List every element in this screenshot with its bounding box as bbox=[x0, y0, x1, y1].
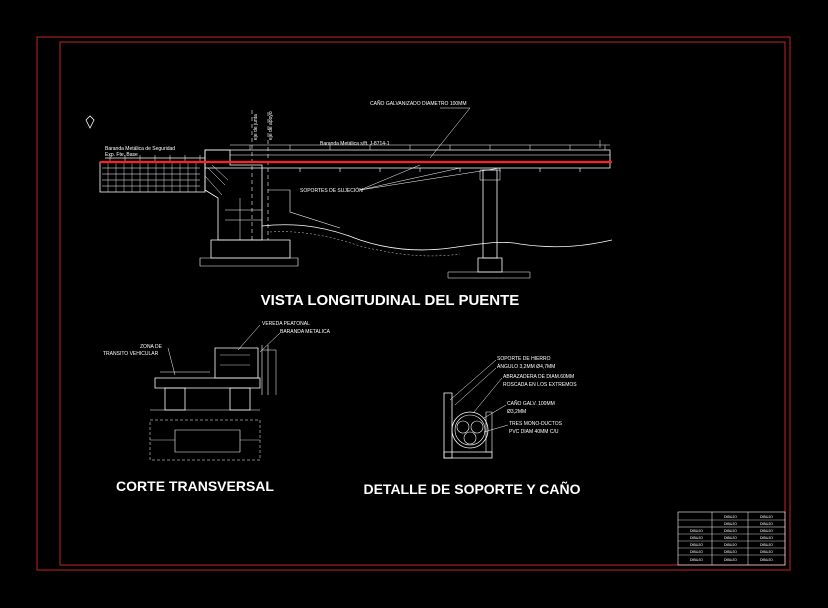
galvanized-pipe-circle bbox=[451, 411, 489, 449]
deck-slab bbox=[154, 377, 261, 389]
duct-1 bbox=[456, 420, 470, 434]
rail-left-sublabel: Exp. Fte. Base bbox=[105, 152, 138, 158]
supports-label: SOPORTES DE SUJECIÓN bbox=[300, 187, 363, 194]
title-detail: DETALLE DE SOPORTE Y CAÑO bbox=[363, 480, 580, 497]
sidewalk-label: VEREDA PEATONAL bbox=[262, 321, 310, 327]
title-block-cell: DIBUJO bbox=[760, 543, 773, 547]
title-block-cell: DIBUJO bbox=[760, 522, 773, 526]
title-block-cell: DIBUJO bbox=[690, 536, 703, 540]
title-block-cell: DIBUJO bbox=[724, 543, 737, 547]
title-block-cell: DIBUJO bbox=[760, 515, 773, 519]
terrain-line bbox=[261, 224, 613, 251]
title-block bbox=[677, 511, 786, 566]
title-block-cell: DIBUJO bbox=[724, 536, 737, 540]
ducts-sublabel: PVC DIAM 40MM C/U bbox=[509, 429, 559, 435]
title-block-text: DIBUJO DIBUJO DIBUJO DIBUJO DIBUJO DIBUJO DIBU… bbox=[690, 515, 773, 562]
title-transversal: CORTE TRANSVERSAL bbox=[116, 478, 274, 494]
title-block-cell: DIBUJO bbox=[724, 529, 737, 533]
left-embankment bbox=[99, 161, 206, 193]
title-block-cell: DIBUJO bbox=[724, 515, 737, 519]
inner-border bbox=[59, 41, 786, 566]
title-block-cell: DIBUJO bbox=[760, 550, 773, 554]
title-block-cell: DIBUJO bbox=[690, 543, 703, 547]
title-block-cell: DIBUJO bbox=[760, 536, 773, 540]
transversal-section bbox=[149, 324, 281, 461]
axis-2-label: eje de apoyo bbox=[268, 111, 274, 140]
pipe-detail-label: CAÑO GALV. 100MM bbox=[507, 400, 555, 407]
title-block-cell: DIBUJO bbox=[760, 558, 773, 562]
ducts-label: TRES MONO-DUCTOS bbox=[509, 421, 563, 427]
direction-marker-icon bbox=[85, 115, 95, 129]
title-block-cell: DIBUJO bbox=[724, 522, 737, 526]
pier bbox=[482, 169, 498, 259]
sidewalk-block bbox=[214, 347, 259, 379]
title-block-cell: DIBUJO bbox=[690, 529, 703, 533]
zone-label: ZONA DE bbox=[140, 344, 163, 350]
bridge-deck bbox=[204, 149, 611, 169]
support-detail bbox=[443, 359, 509, 459]
zone-sublabel: TRANSITO VEHICULAR bbox=[103, 351, 159, 357]
clamp-label: ABRAZADERA DE DIAM.60MM bbox=[503, 374, 574, 380]
railing-label: BARANDA METALICA bbox=[280, 329, 331, 335]
title-block-cell: DIBUJO bbox=[690, 550, 703, 554]
title-longitudinal: VISTA LONGITUDINAL DEL PUENTE bbox=[261, 292, 520, 309]
duct-3 bbox=[463, 431, 477, 445]
title-block-cell: DIBUJO bbox=[760, 529, 773, 533]
clamp-sublabel: ROSCADA EN LOS EXTREMOS bbox=[503, 382, 577, 388]
duct-2 bbox=[470, 420, 484, 434]
iron-support bbox=[443, 392, 453, 459]
title-block-cell: DIBUJO bbox=[690, 558, 703, 562]
outer-border bbox=[36, 36, 791, 571]
support-label: SOPORTE DE HIERRO bbox=[497, 356, 551, 362]
abutment bbox=[204, 149, 263, 241]
rail-left-label: Baranda Metálica de Seguridad bbox=[105, 146, 175, 152]
pipe-label: CAÑO GALVANIZADO DIAMETRO 100MM bbox=[370, 100, 467, 107]
axis-1-label: eje de junta bbox=[253, 114, 259, 140]
pipe-detail-sublabel: Ø3,2MM bbox=[507, 409, 526, 415]
title-block-cell: DIBUJO bbox=[724, 550, 737, 554]
angle-label: ÁNGULO 3,2MM Ø4,7MM bbox=[497, 363, 555, 370]
abutment-footing bbox=[210, 239, 291, 259]
title-block-cell: DIBUJO bbox=[724, 558, 737, 562]
longitudinal-view bbox=[85, 107, 613, 279]
rail-right-label: Baranda Metálica s/ft. J-8714-1 bbox=[320, 141, 390, 147]
